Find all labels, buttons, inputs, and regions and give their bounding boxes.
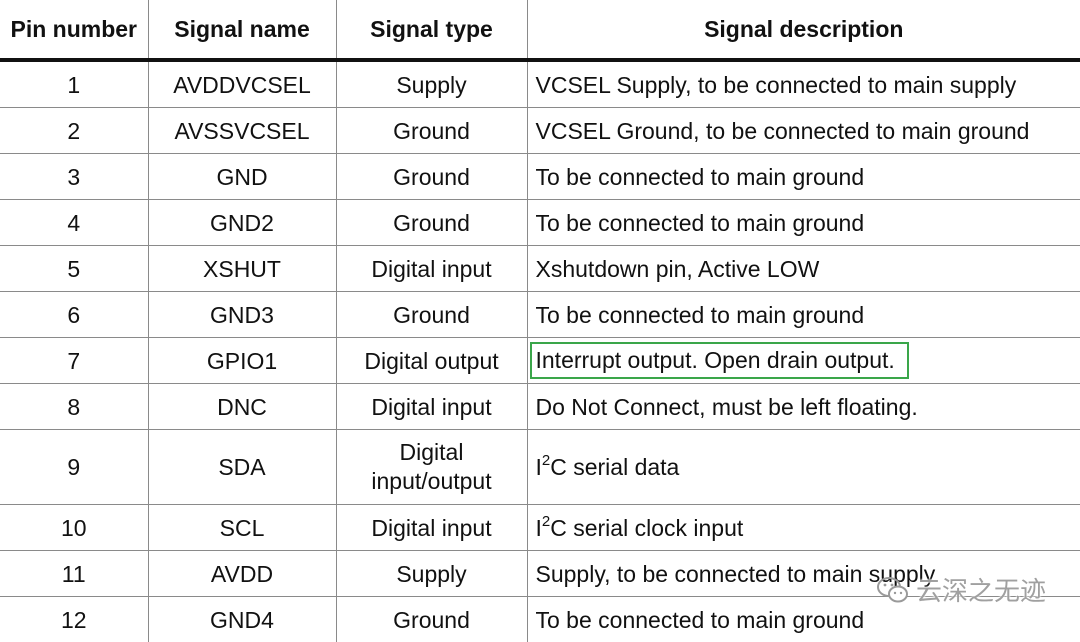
signal-name-cell: GND: [148, 154, 336, 200]
table-row: 10 SCL Digital input I2C serial clock in…: [0, 505, 1080, 551]
signal-description-cell: I2C serial clock input: [527, 505, 1080, 551]
signal-name-cell: GND2: [148, 200, 336, 246]
header-signal-name: Signal name: [148, 0, 336, 60]
table-row: 2 AVSSVCSEL Ground VCSEL Ground, to be c…: [0, 108, 1080, 154]
signal-name-cell: DNC: [148, 384, 336, 430]
highlight-box: Interrupt output. Open drain output.: [530, 342, 909, 379]
signal-name-cell: GPIO1: [148, 338, 336, 384]
table-row: 5 XSHUT Digital input Xshutdown pin, Act…: [0, 246, 1080, 292]
table-row-highlighted: 7 GPIO1 Digital output Interrupt output.…: [0, 338, 1080, 384]
wechat-icon: [876, 575, 910, 605]
desc-superscript: 2: [542, 513, 550, 530]
pin-number-cell: 3: [0, 154, 148, 200]
signal-type-cell: Supply: [336, 551, 527, 597]
pin-number-cell: 6: [0, 292, 148, 338]
signal-description-cell: To be connected to main ground: [527, 154, 1080, 200]
desc-suffix: C serial data: [550, 454, 679, 480]
signal-type-cell: Ground: [336, 292, 527, 338]
signal-description-cell: Interrupt output. Open drain output.: [527, 338, 1080, 384]
signal-type-cell: Digital input/output: [336, 430, 527, 505]
signal-name-cell: GND4: [148, 597, 336, 642]
pin-number-cell: 4: [0, 200, 148, 246]
table-row: 3 GND Ground To be connected to main gro…: [0, 154, 1080, 200]
desc-superscript: 2: [542, 452, 550, 469]
signal-name-cell: AVDD: [148, 551, 336, 597]
signal-type-cell: Digital output: [336, 338, 527, 384]
pin-number-cell: 8: [0, 384, 148, 430]
signal-description-cell: I2C serial data: [527, 430, 1080, 505]
header-pin-number: Pin number: [0, 0, 148, 60]
table-row: 8 DNC Digital input Do Not Connect, must…: [0, 384, 1080, 430]
signal-name-cell: AVDDVCSEL: [148, 60, 336, 108]
table-row: 9 SDA Digital input/output I2C serial da…: [0, 430, 1080, 505]
pin-number-cell: 2: [0, 108, 148, 154]
signal-type-cell: Ground: [336, 200, 527, 246]
signal-type-cell: Ground: [336, 154, 527, 200]
signal-type-cell: Digital input: [336, 246, 527, 292]
header-signal-type: Signal type: [336, 0, 527, 60]
header-signal-description: Signal description: [527, 0, 1080, 60]
signal-description-cell: VCSEL Ground, to be connected to main gr…: [527, 108, 1080, 154]
pin-number-cell: 1: [0, 60, 148, 108]
signal-type-cell: Digital input: [336, 505, 527, 551]
pin-number-cell: 11: [0, 551, 148, 597]
desc-suffix: C serial clock input: [550, 515, 743, 541]
signal-type-cell: Ground: [336, 597, 527, 642]
watermark: 云深之无迹: [876, 571, 1046, 608]
table-row: 1 AVDDVCSEL Supply VCSEL Supply, to be c…: [0, 60, 1080, 108]
signal-type-cell: Digital input: [336, 384, 527, 430]
signal-description-cell: Do Not Connect, must be left floating.: [527, 384, 1080, 430]
watermark-text: 云深之无迹: [916, 571, 1046, 608]
signal-description-cell: To be connected to main ground: [527, 200, 1080, 246]
signal-name-cell: SDA: [148, 430, 336, 505]
table-row: 4 GND2 Ground To be connected to main gr…: [0, 200, 1080, 246]
table-row: 6 GND3 Ground To be connected to main gr…: [0, 292, 1080, 338]
signal-name-cell: AVSSVCSEL: [148, 108, 336, 154]
signal-type-cell: Ground: [336, 108, 527, 154]
pin-number-cell: 10: [0, 505, 148, 551]
signal-description-cell: To be connected to main ground: [527, 292, 1080, 338]
pin-number-cell: 5: [0, 246, 148, 292]
signal-type-cell: Supply: [336, 60, 527, 108]
signal-description-cell: VCSEL Supply, to be connected to main su…: [527, 60, 1080, 108]
header-row: Pin number Signal name Signal type Signa…: [0, 0, 1080, 60]
signal-name-cell: SCL: [148, 505, 336, 551]
pin-number-cell: 7: [0, 338, 148, 384]
signal-name-cell: XSHUT: [148, 246, 336, 292]
signal-description-cell: Xshutdown pin, Active LOW: [527, 246, 1080, 292]
signal-name-cell: GND3: [148, 292, 336, 338]
pin-number-cell: 12: [0, 597, 148, 642]
pin-number-cell: 9: [0, 430, 148, 505]
